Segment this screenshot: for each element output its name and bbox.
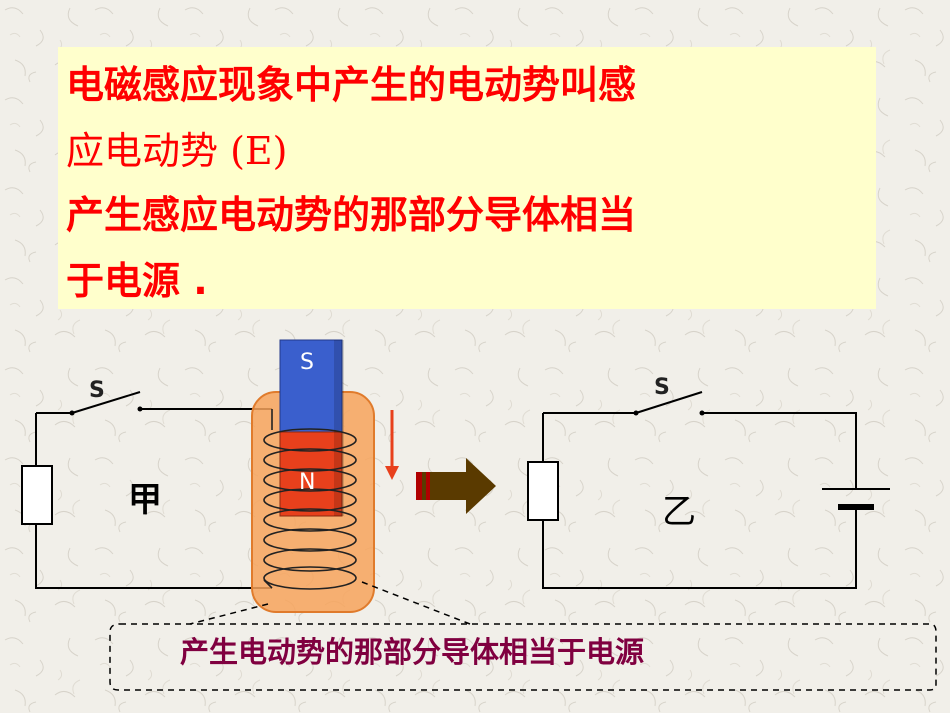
definition-line-2: 应电动势 (E) [66, 129, 288, 173]
magnet-north-label: N [299, 470, 316, 495]
right-circuit-label: 乙 [662, 492, 696, 532]
callout-text: 产生电动势的那部分导体相当于电源 [180, 635, 645, 669]
magnet-south-pole [279, 339, 343, 433]
callout-outline [109, 581, 937, 691]
bar-magnet [279, 339, 344, 517]
magnet-north-pole [279, 431, 343, 517]
left-switch-label: S [89, 378, 105, 403]
left-circuit-label: 甲 [128, 480, 162, 520]
magnet-south-label: S [300, 350, 314, 375]
left-resistor [21, 465, 53, 525]
definition-line-1: 电磁感应现象中产生的电动势叫感 [66, 63, 637, 107]
definition-note-box [58, 47, 876, 309]
right-switch-label: S [654, 375, 670, 400]
right-resistor [527, 461, 559, 521]
left-circuit [21, 391, 272, 589]
definition-line-4: 于电源 . [66, 259, 208, 303]
right-circuit [527, 391, 890, 589]
definition-line-3: 产生感应电动势的那部分导体相当 [66, 193, 637, 237]
motion-arrow [385, 410, 399, 480]
transition-arrow [416, 458, 496, 514]
coil-windings [263, 409, 357, 590]
